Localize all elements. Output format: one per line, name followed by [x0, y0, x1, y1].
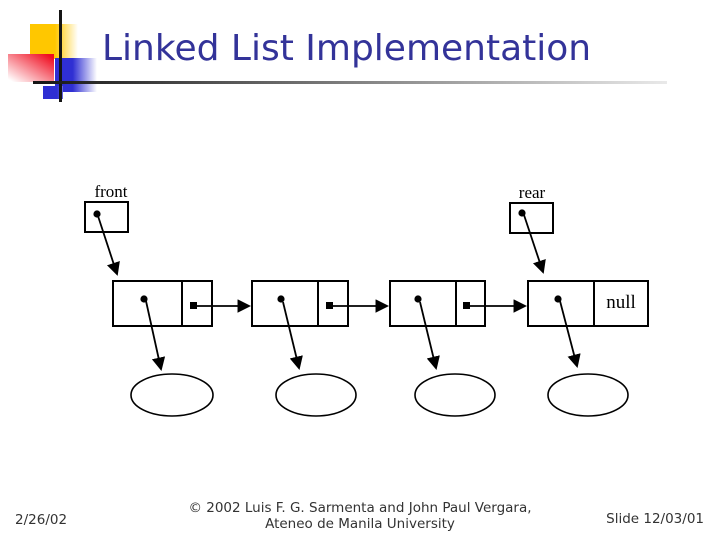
- list-node-4: null: [527, 280, 649, 327]
- footer-date: 2/26/02: [15, 512, 68, 528]
- front-arrow: [97, 215, 120, 276]
- rear-pointer: rear: [509, 183, 554, 274]
- data-arrow-4: [559, 300, 581, 368]
- data-object-ellipse-4: [547, 373, 629, 417]
- node-box: [251, 280, 349, 327]
- list-node-3: [389, 280, 486, 327]
- node-box: [112, 280, 213, 327]
- node-data-dot: [554, 295, 562, 303]
- node-box: [527, 280, 649, 327]
- title-underline: [33, 81, 667, 84]
- footer-copyright-line2: Ateneo de Manila University: [265, 516, 455, 532]
- logo-vertical-line: [59, 10, 62, 102]
- front-pointer: front: [84, 182, 129, 276]
- node-next-dot: [463, 302, 470, 309]
- data-arrow-2: [282, 301, 303, 370]
- front-label: front: [94, 182, 127, 201]
- footer-copyright: © 2002 Luis F. G. Sarmenta and John Paul…: [140, 500, 580, 532]
- slide-title: Linked List Implementation: [102, 28, 592, 69]
- accent-square-yellow: [30, 24, 78, 59]
- node-data-dot: [140, 295, 148, 303]
- front-pointer-box: [84, 201, 129, 233]
- rear-pointer-box: [509, 202, 554, 234]
- node-next-dot: [326, 302, 333, 309]
- node-data-dot: [414, 295, 422, 303]
- footer-slide-number: Slide 12/03/01: [606, 511, 704, 527]
- node-data-dot: [277, 295, 285, 303]
- list-node-2: [251, 280, 349, 327]
- front-pointer-dot: [93, 210, 101, 218]
- accent-square-red: [8, 54, 54, 82]
- rear-pointer-dot: [518, 209, 526, 217]
- data-object-ellipse-3: [414, 373, 496, 417]
- node-box: [389, 280, 486, 327]
- data-object-ellipse-2: [275, 373, 357, 417]
- node-next-dot: [190, 302, 197, 309]
- null-label: null: [606, 292, 636, 313]
- data-arrow-1: [145, 300, 166, 371]
- rear-label: rear: [519, 183, 546, 202]
- data-object-ellipse-1: [130, 373, 214, 417]
- footer-copyright-line1: © 2002 Luis F. G. Sarmenta and John Paul…: [188, 500, 532, 516]
- data-arrow-3: [419, 301, 440, 370]
- list-node-1: [112, 280, 213, 327]
- rear-arrow: [523, 214, 546, 274]
- accent-square-blue-small: [43, 86, 63, 99]
